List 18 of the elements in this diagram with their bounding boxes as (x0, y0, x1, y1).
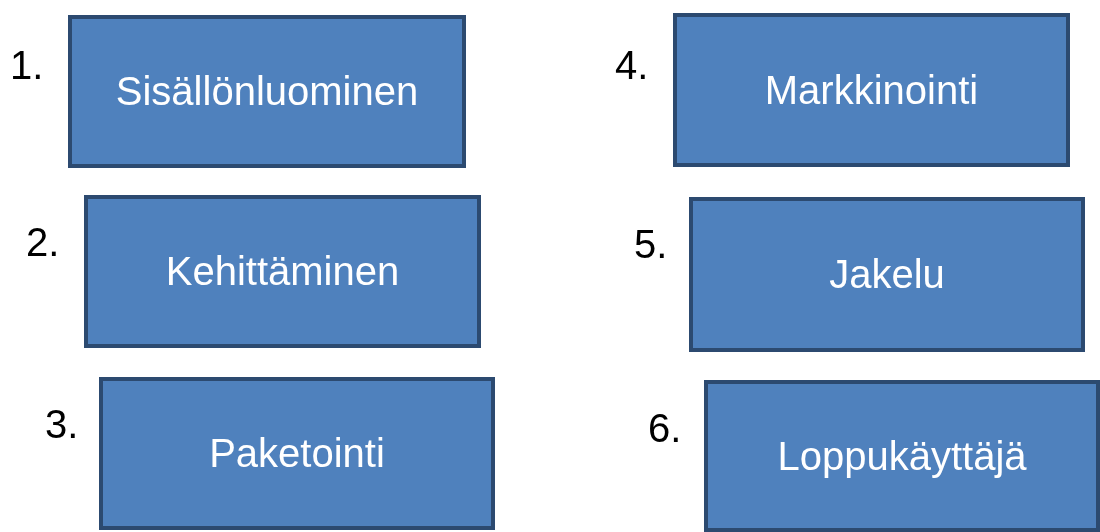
process-box (68, 15, 466, 168)
process-box (704, 380, 1100, 532)
process-box (99, 377, 495, 530)
step-number: 1. (10, 45, 44, 85)
process-box (673, 13, 1070, 167)
step-number: 3. (45, 404, 79, 444)
box-label: Jakelu (829, 252, 945, 297)
step-number: 4. (615, 45, 649, 85)
box-label: Loppukäyttäjä (777, 433, 1027, 479)
step-number: 2. (26, 222, 60, 262)
box-label: Sisällönluominen (115, 69, 419, 114)
box-label: Paketointi (209, 431, 385, 476)
step-number: 5. (634, 224, 668, 264)
process-box (689, 197, 1085, 352)
box-label: Kehittäminen (165, 249, 400, 294)
step-number: 6. (648, 408, 682, 448)
process-box (84, 195, 481, 348)
box-label: Markkinointi (764, 67, 979, 113)
